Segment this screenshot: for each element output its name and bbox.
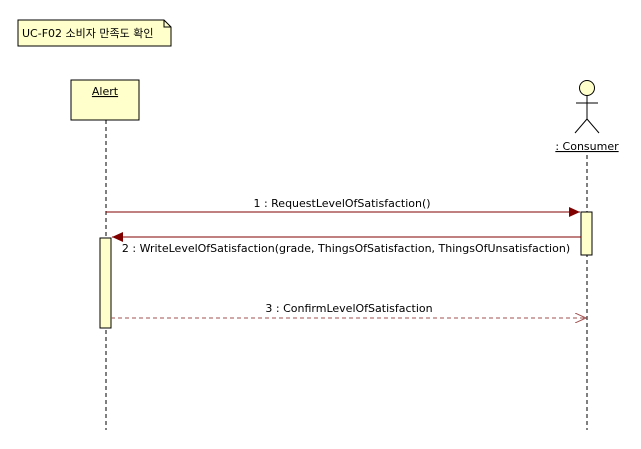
alert-name: Alert: [92, 85, 119, 98]
alert-box[interactable]: [70, 79, 140, 121]
use-case-note: UC-F02 소비자 만족도 확인: [17, 19, 172, 47]
message-1-label: 1 : RequestLevelOfSatisfaction(): [253, 197, 430, 210]
lifeline-consumer: : Consumer: [555, 80, 619, 430]
message-3[interactable]: 3 : ConfirmLevelOfSatisfaction: [111, 302, 586, 318]
message-3-label: 3 : ConfirmLevelOfSatisfaction: [265, 302, 432, 315]
lifeline-alert: Alert: [70, 79, 140, 430]
actor-stick-figure-icon[interactable]: [574, 80, 600, 134]
consumer-activation-bar: [580, 211, 593, 256]
consumer-name: : Consumer: [555, 140, 619, 153]
alert-activation-bar: [99, 237, 112, 329]
message-2-label: 2 : WriteLevelOfSatisfaction(grade, Thin…: [122, 242, 570, 255]
message-1[interactable]: 1 : RequestLevelOfSatisfaction(): [106, 197, 580, 217]
message-2[interactable]: 2 : WriteLevelOfSatisfaction(grade, Thin…: [112, 232, 581, 255]
note-text: UC-F02 소비자 만족도 확인: [22, 27, 153, 40]
